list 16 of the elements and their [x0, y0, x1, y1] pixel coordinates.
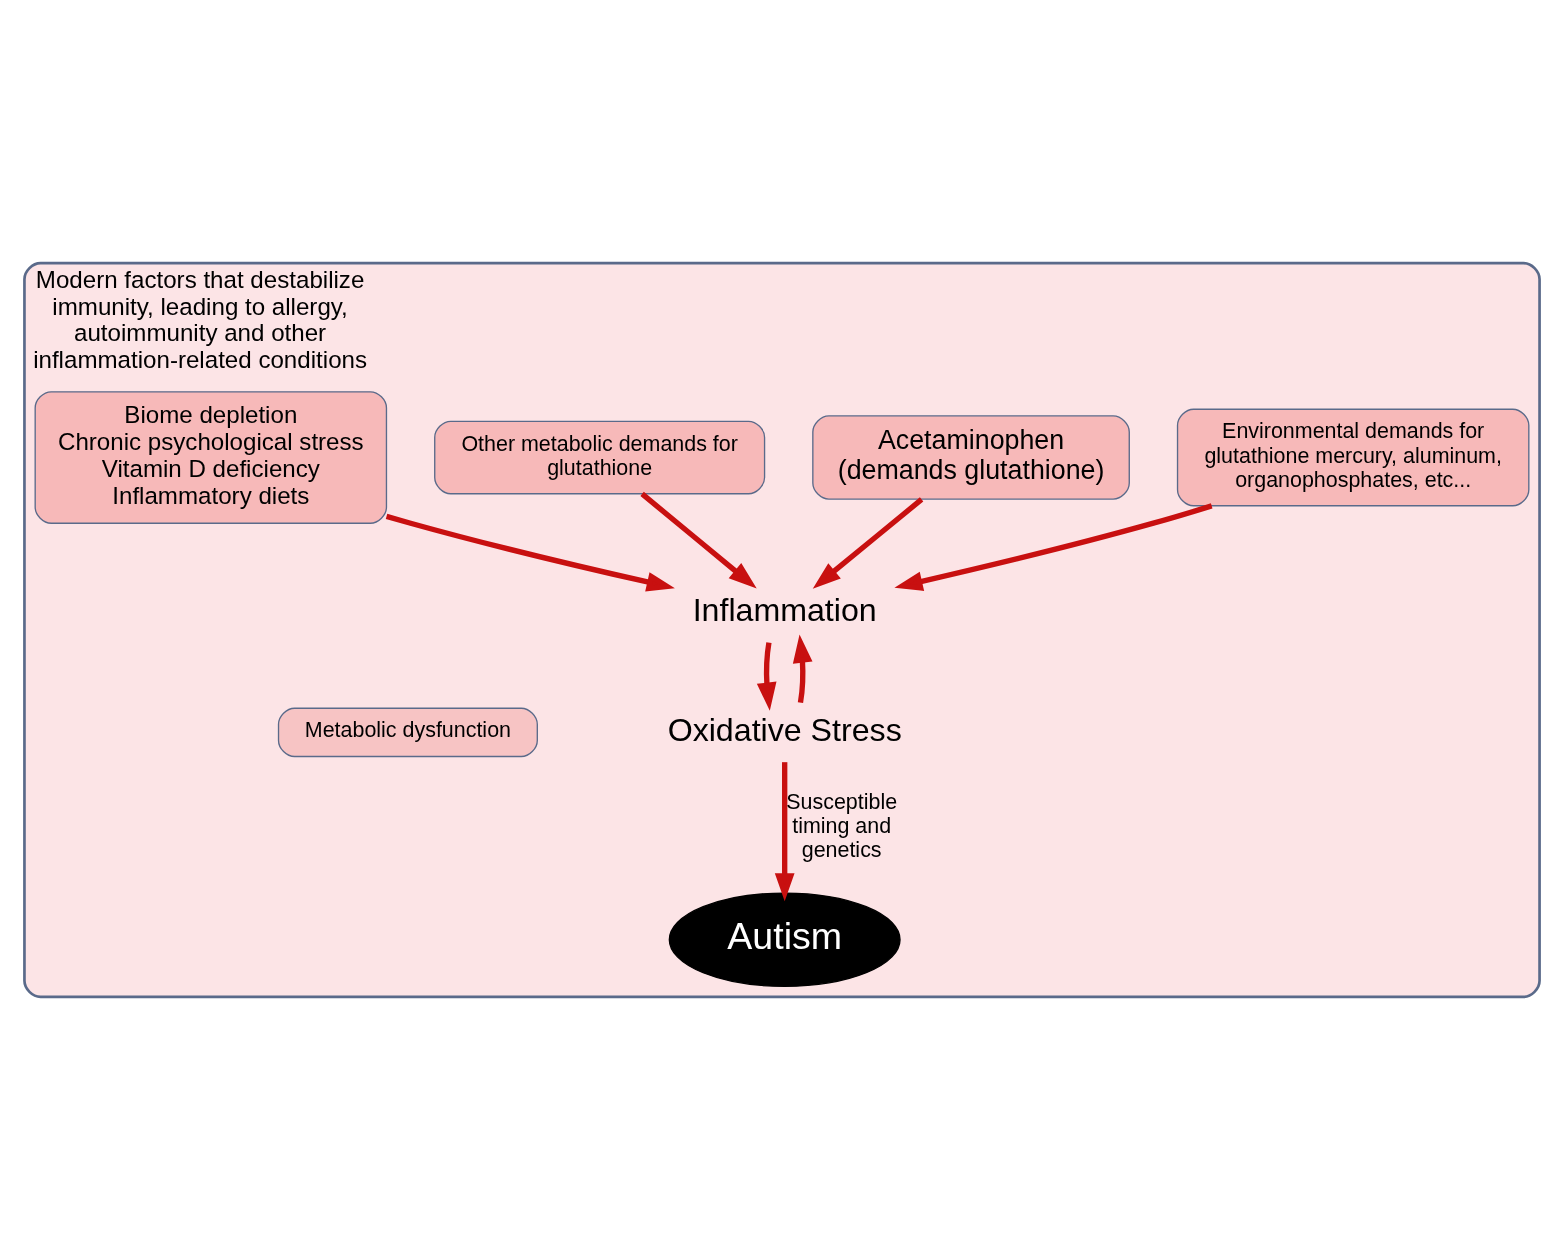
- arrow: [812, 496, 924, 589]
- node-box: Environmental demands for glutathione mercury, aluminum, organophosphates, etc...: [1176, 408, 1530, 506]
- arrow: [385, 513, 675, 592]
- arrow: [792, 634, 813, 703]
- node-ellipse: Autism: [668, 891, 901, 987]
- node-text: Oxidative Stress: [667, 711, 902, 748]
- node-box: Metabolic dysfunction: [277, 707, 538, 757]
- arrow: [756, 641, 777, 711]
- node-text: Inflammation: [692, 591, 877, 628]
- arrow: [640, 491, 757, 589]
- node-box: Other metabolic demands for glutathione: [434, 420, 766, 494]
- arrow: [894, 502, 1213, 591]
- node-box: Acetaminophen (demands glutathione): [812, 414, 1130, 500]
- arrow: [774, 761, 795, 901]
- node-box: Biome depletion Chronic psychological stress Vitamin D deficiency Inflammatory diets: [34, 390, 388, 524]
- edge-label: Susceptible timing and genetics: [786, 789, 898, 862]
